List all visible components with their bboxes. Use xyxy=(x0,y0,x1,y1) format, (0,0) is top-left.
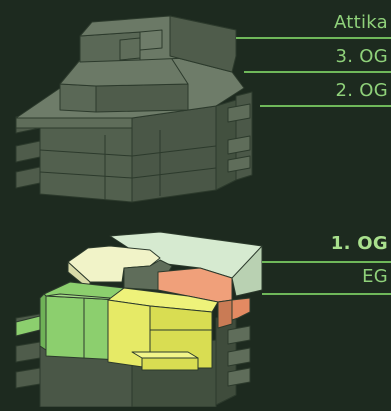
floor-button-og3[interactable]: 3. OG xyxy=(261,43,391,71)
floor-label-og3: 3. OG xyxy=(335,46,388,67)
floor-button-attika[interactable]: Attika xyxy=(261,9,391,37)
floor-label-attika: Attika xyxy=(333,12,388,33)
floor-label-eg: EG xyxy=(362,266,388,287)
floor-leader-lines xyxy=(236,37,391,295)
floor-label-og1: 1. OG xyxy=(330,233,388,254)
floor-button-eg[interactable]: EG xyxy=(261,265,391,293)
upper-floors-model xyxy=(15,15,253,203)
floor-label-og2: 2. OG xyxy=(335,80,388,101)
floor-button-og2[interactable]: 2. OG xyxy=(261,77,391,105)
floor-button-og1[interactable]: 1. OG xyxy=(261,232,391,260)
lower-floors-model xyxy=(15,231,263,408)
